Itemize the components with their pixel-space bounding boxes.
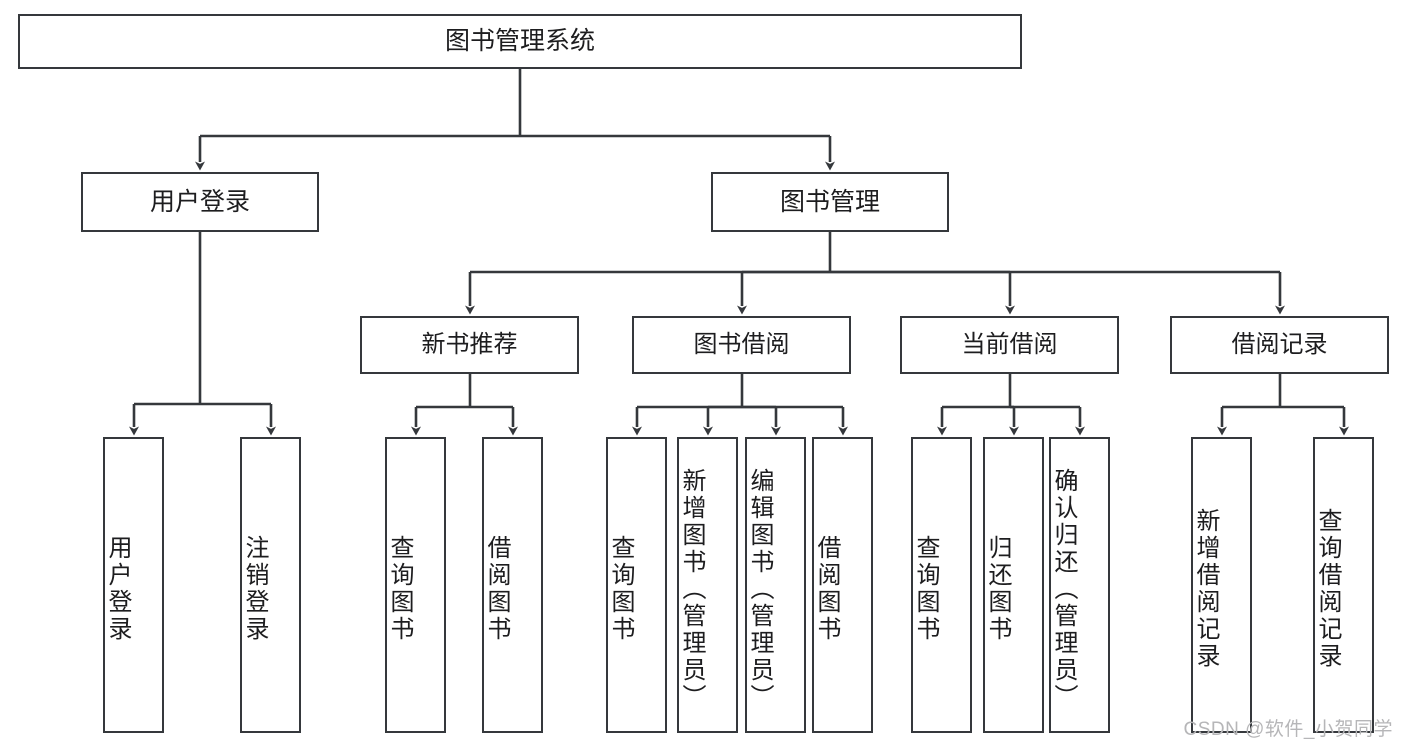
node-label: 查询图书: [386, 535, 413, 643]
node-label: 注销登录: [241, 535, 268, 643]
node-r2[interactable]: 查询借阅记录: [1313, 437, 1374, 733]
node-c3[interactable]: 确认归还（管理员）: [1049, 437, 1110, 733]
node-n2[interactable]: 借阅图书: [482, 437, 543, 733]
node-l1[interactable]: 用户登录: [103, 437, 164, 733]
node-label: 编辑图书（管理员）: [746, 467, 773, 711]
node-current[interactable]: 当前借阅: [900, 316, 1119, 374]
node-label: 借阅图书: [813, 535, 840, 643]
node-label: 图书管理: [779, 187, 880, 216]
node-root[interactable]: 图书管理系统: [18, 14, 1022, 69]
node-n1[interactable]: 查询图书: [385, 437, 446, 733]
node-bookmgmt[interactable]: 图书管理: [711, 172, 949, 232]
node-label: 借阅图书: [483, 535, 510, 643]
node-b1[interactable]: 查询图书: [606, 437, 667, 733]
connector-lines: [129, 69, 1349, 436]
node-label: 图书借阅: [693, 331, 790, 358]
node-label: 新书推荐: [421, 331, 518, 358]
node-l2[interactable]: 注销登录: [240, 437, 301, 733]
node-b2[interactable]: 新增图书（管理员）: [677, 437, 738, 733]
node-c2[interactable]: 归还图书: [983, 437, 1044, 733]
node-label: 归还图书: [984, 535, 1011, 643]
node-label: 确认归还（管理员）: [1050, 467, 1077, 711]
node-label: 新增图书（管理员）: [678, 467, 705, 711]
node-label: 当前借阅: [961, 331, 1058, 358]
node-login[interactable]: 用户登录: [81, 172, 319, 232]
node-label: 用户登录: [104, 535, 131, 643]
node-label: 新增借阅记录: [1192, 508, 1219, 670]
node-label: 查询借阅记录: [1314, 508, 1341, 670]
node-c1[interactable]: 查询图书: [911, 437, 972, 733]
node-b3[interactable]: 编辑图书（管理员）: [745, 437, 806, 733]
node-label: 借阅记录: [1231, 331, 1328, 358]
node-label: 查询图书: [607, 535, 634, 643]
node-label: 图书管理系统: [444, 27, 595, 55]
node-newbook[interactable]: 新书推荐: [360, 316, 579, 374]
node-records[interactable]: 借阅记录: [1170, 316, 1389, 374]
node-label: 用户登录: [149, 187, 250, 216]
node-borrow[interactable]: 图书借阅: [632, 316, 851, 374]
node-label: 查询图书: [912, 535, 939, 643]
node-b4[interactable]: 借阅图书: [812, 437, 873, 733]
node-r1[interactable]: 新增借阅记录: [1191, 437, 1252, 733]
